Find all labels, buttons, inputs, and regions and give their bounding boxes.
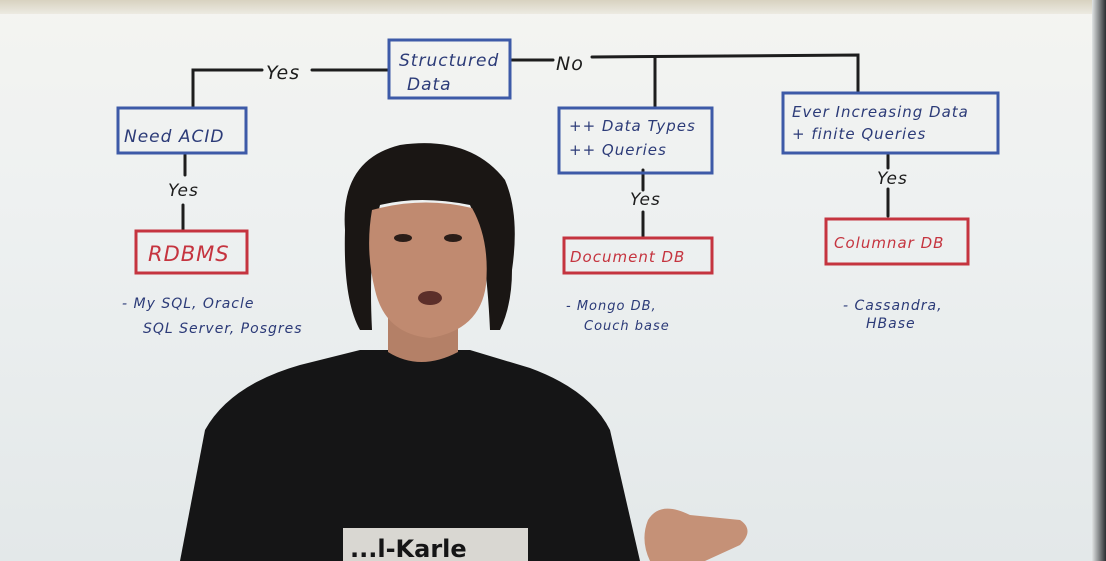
edge-yes-left: Yes — [266, 62, 300, 84]
rdbms-examples-line1: - My SQL, Oracle — [122, 296, 254, 312]
line-yes-to-acid — [191, 68, 264, 109]
increasing-label-line1: Ever Increasing Data — [792, 103, 969, 121]
shirt-print-text: ...l-Karle — [350, 535, 467, 561]
answer-yes-increasing: Yes — [877, 169, 908, 189]
result-boxes — [134, 217, 970, 275]
rdbms-examples-line2: SQL Server, Posgres — [143, 321, 303, 337]
columnar-examples-line1: - Cassandra, — [843, 298, 943, 314]
answer-yes-acid: Yes — [168, 181, 199, 201]
datatypes-box — [557, 106, 714, 175]
datatypes-label-line1: ++ Data Types — [569, 117, 696, 135]
rdbms-label: RDBMS — [148, 242, 230, 266]
columnar-box — [824, 217, 970, 266]
datatypes-label-line2: ++ Queries — [569, 141, 667, 159]
columnar-label: Columnar DB — [834, 234, 944, 252]
increasing-box — [781, 91, 1000, 155]
presenter-shirt — [180, 350, 640, 561]
root-box — [387, 38, 512, 100]
presenter-eye-right — [444, 234, 462, 242]
line-no-branch — [590, 53, 860, 95]
rdbms-box — [134, 229, 249, 275]
acid-label: Need ACID — [124, 127, 224, 147]
document-box — [562, 236, 714, 275]
edge-no-right: No — [556, 53, 584, 75]
document-label: Document DB — [570, 248, 685, 266]
answer-yes-datatypes: Yes — [630, 190, 661, 210]
root-label-line2: Data — [407, 75, 452, 95]
columnar-examples-line2: HBase — [866, 316, 916, 332]
board-top-frame — [0, 0, 1106, 14]
presenter-hand — [644, 508, 748, 561]
presenter-mouth — [418, 291, 442, 305]
increasing-label-line2: + finite Queries — [792, 125, 926, 143]
presenter-hair — [344, 143, 515, 330]
document-examples-line1: - Mongo DB, — [566, 299, 657, 314]
presenter-eye-left — [394, 234, 412, 242]
question-boxes — [116, 38, 1000, 175]
acid-box — [116, 106, 248, 155]
presenter-face — [369, 202, 487, 338]
document-examples-line2: Couch base — [584, 319, 670, 334]
board-right-edge — [1092, 0, 1106, 561]
root-label-line1: Structured — [399, 51, 499, 71]
shirt-print-background — [343, 528, 528, 561]
